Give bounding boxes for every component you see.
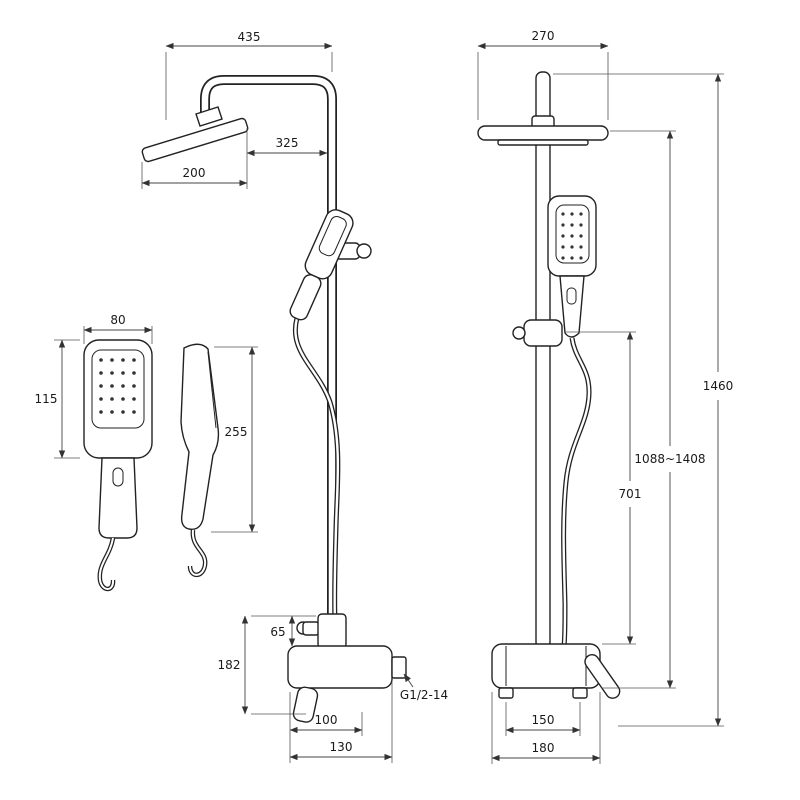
head-connector — [195, 106, 223, 127]
dim-head-to-wall: 325 — [246, 136, 328, 157]
rain-head-disc — [477, 125, 609, 141]
handshower-holder-front — [512, 319, 563, 347]
dim-115-label: 115 — [35, 392, 58, 406]
riser-arm-pipe — [200, 75, 337, 650]
dim-mixer-width: 150 — [505, 702, 581, 736]
dim-handset-height: 115 — [35, 339, 80, 459]
spray-nozzles-front — [561, 212, 583, 260]
thread-callout: G1/2-14 — [400, 673, 448, 702]
dim-270-label: 270 — [532, 29, 555, 43]
dim-182-label: 182 — [218, 658, 241, 672]
dim-arm-reach: 435 — [165, 30, 333, 120]
holder-knob — [356, 243, 372, 259]
dim-1088-1408-label: 1088~1408 — [634, 452, 705, 466]
mixer-side — [287, 613, 407, 723]
dim-depth-min: 100 — [289, 712, 363, 736]
dim-handset-length: 255 — [211, 346, 258, 533]
inlet-stub-left — [498, 687, 514, 699]
dim-mixer-top-offset: 65 — [270, 615, 296, 647]
dim-depth-max: 130 — [289, 682, 393, 763]
dim-head-width-front: 270 — [477, 29, 609, 120]
inlet-stub-right — [572, 687, 588, 699]
handshower-face-front — [555, 204, 590, 264]
dim-701-label: 701 — [619, 487, 642, 501]
dim-holder-height: 701 — [564, 331, 642, 645]
hose-front — [561, 337, 592, 647]
handshower-front-detail — [83, 339, 153, 592]
handshower-side-body — [180, 343, 220, 530]
mixer-lever-side — [292, 686, 319, 723]
rain-head-front — [477, 115, 609, 146]
riser-pipe-front — [535, 71, 551, 649]
handshower-face — [318, 215, 347, 257]
mode-button — [112, 467, 124, 487]
dim-180-label: 180 — [532, 741, 555, 755]
handshower-front-grip — [98, 457, 138, 539]
dim-1460-label: 1460 — [703, 379, 734, 393]
mixer-body-front — [491, 643, 601, 689]
diverter-body — [302, 621, 320, 636]
dim-150-label: 150 — [532, 713, 555, 727]
handshower-grip-front — [559, 275, 585, 338]
dim-80-label: 80 — [110, 313, 125, 327]
dim-adjustable-range: 1088~1408 — [602, 130, 706, 689]
dim-total-height: 1460 — [553, 73, 734, 727]
holder-knob-front — [512, 326, 526, 340]
front-view: 270 1460 1088~1408 701 150 — [477, 29, 734, 764]
handshower-on-riser — [289, 209, 354, 321]
dim-255-label: 255 — [225, 425, 248, 439]
dim-435-label: 435 — [238, 30, 261, 44]
dim-200-label: 200 — [183, 166, 206, 180]
handshower-front-face — [91, 349, 145, 429]
dim-325-label: 325 — [276, 136, 299, 150]
shower-hose-side — [292, 317, 341, 623]
rain-head-panel — [141, 117, 249, 163]
holder-bracket-front — [523, 319, 563, 347]
handshower-side-detail — [180, 343, 220, 578]
mode-button-front — [566, 287, 577, 305]
dim-handset-width: 80 — [83, 313, 153, 344]
handshower-side-face-edge — [207, 351, 217, 429]
handshower-front — [547, 195, 597, 338]
rain-head-side — [141, 106, 249, 163]
dim-mixer-overall-width: 180 — [491, 692, 601, 764]
dim-100-label: 100 — [315, 713, 338, 727]
side-view: 435 325 200 80 115 255 — [35, 30, 448, 763]
dim-head-width: 200 — [141, 128, 248, 189]
wall-connector-stub — [391, 656, 407, 679]
dim-130-label: 130 — [330, 740, 353, 754]
dim-65-label: 65 — [270, 625, 285, 639]
dim-mixer-height: 182 — [218, 615, 316, 715]
spray-nozzles — [99, 358, 136, 414]
rain-head-lip — [497, 139, 589, 146]
handshower-front-body — [83, 339, 153, 459]
thread-label: G1/2-14 — [400, 688, 448, 702]
riser-fitting — [317, 613, 347, 649]
mixer-lever-front — [584, 654, 621, 699]
mixer-front — [491, 643, 621, 699]
mixer-body-side — [287, 645, 393, 689]
handshower-handle — [289, 274, 322, 321]
